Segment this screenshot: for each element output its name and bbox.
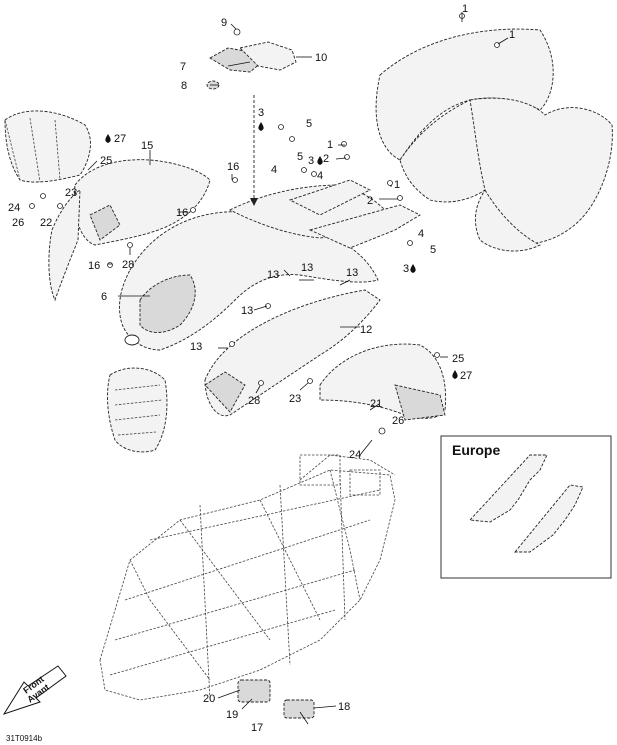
drop-icon — [258, 122, 264, 131]
drawing-code: 31T0914b — [6, 734, 43, 743]
callout-label: 22 — [40, 217, 52, 229]
europe-inset-title: Europe — [452, 442, 500, 458]
fasteners-drawing — [29, 13, 500, 719]
callout-label: 5 — [430, 244, 436, 256]
callout-label: 25 — [452, 353, 464, 365]
callout-label: 26 — [12, 217, 24, 229]
callout-label: 12 — [360, 324, 372, 336]
callout-label: 10 — [315, 52, 327, 64]
europe-panel-11 — [514, 484, 584, 553]
callout-label: 15 — [141, 140, 153, 152]
callout-label: 13 — [301, 262, 313, 274]
callout-label: 3 — [308, 155, 314, 167]
callout-label: 23 — [289, 393, 301, 405]
callout-label: 26 — [392, 415, 404, 427]
callout-label: 1 — [509, 29, 515, 41]
callout-label: 8 — [181, 80, 187, 92]
front-direction-arrow: Front Avant — [2, 665, 67, 715]
callout-label: 21 — [370, 398, 382, 410]
lubricant-drop-icons — [105, 122, 458, 379]
callout-label: 18 — [338, 701, 350, 713]
callout-label: 5 — [306, 118, 312, 130]
rear-mudguard-drawing — [319, 343, 447, 421]
callout-labels: 1 1 1 1 2 2 3 3 3 4 4 4 5 5 5 6 7 8 9 10… — [8, 3, 584, 734]
callout-label: 16 — [176, 207, 188, 219]
callout-label: 3 — [258, 107, 264, 119]
europe-panel-14 — [469, 454, 548, 523]
callout-label: 13 — [190, 341, 202, 353]
drop-icon — [452, 370, 458, 379]
drop-icon — [317, 156, 323, 165]
callout-label: 24 — [349, 449, 361, 461]
rear-fender-drawing — [375, 28, 613, 252]
top-cover-drawing — [206, 28, 297, 90]
callout-label: 19 — [226, 709, 238, 721]
callout-label: 1 — [394, 179, 400, 191]
callout-label: 9 — [221, 17, 227, 29]
callout-label: 2 — [367, 195, 373, 207]
callout-label: 4 — [317, 170, 323, 182]
chassis-frame-drawing — [99, 454, 396, 701]
callout-label: 28 — [248, 395, 260, 407]
callout-label: 16 — [227, 161, 239, 173]
callout-label: 5 — [297, 151, 303, 163]
callout-label: 13 — [241, 305, 253, 317]
front-body-drawing — [119, 179, 421, 351]
drop-icon — [105, 134, 111, 143]
callout-label: 25 — [100, 155, 112, 167]
callout-label: 24 — [8, 202, 20, 214]
front-arrow-icon — [2, 665, 67, 715]
callout-label: 1 — [327, 139, 333, 151]
callout-label: 20 — [203, 693, 215, 705]
drop-icon — [410, 264, 416, 273]
leader-lines — [87, 12, 571, 725]
europe-inset: Europe — [440, 435, 612, 579]
left-bracket-drawing — [4, 110, 91, 183]
callout-label: 4 — [418, 228, 424, 240]
left-side-panel-drawing — [48, 159, 211, 302]
callout-label: 27 — [460, 370, 472, 382]
callout-label: 23 — [65, 187, 77, 199]
callout-label: 2 — [323, 153, 329, 165]
assembly-arrow — [250, 95, 258, 206]
callout-label: 27 — [114, 133, 126, 145]
callout-label: 13 — [346, 267, 358, 279]
callout-label: 17 — [251, 722, 263, 734]
callout-label: 13 — [267, 269, 279, 281]
right-side-panel-drawing — [204, 289, 381, 417]
callout-label: 1 — [462, 3, 468, 15]
callout-label: 16 — [88, 260, 100, 272]
callout-label: 28 — [122, 259, 134, 271]
front-lower-bracket-drawing — [107, 367, 168, 453]
callout-label: 7 — [180, 61, 186, 73]
callout-label: 4 — [271, 164, 277, 176]
callout-label: 3 — [403, 263, 409, 275]
callout-label: 6 — [101, 291, 107, 303]
